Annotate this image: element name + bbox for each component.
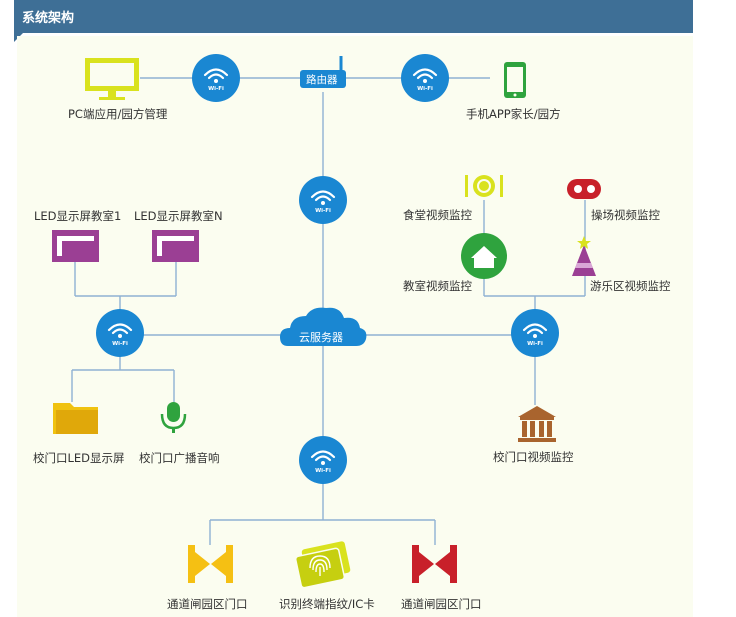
router-icon (300, 56, 346, 88)
mobile-phone-icon (504, 62, 526, 98)
gate-right-label: 通道闸园区门口 (401, 597, 482, 611)
led-screen-icon (52, 230, 99, 262)
pc-monitor-icon (85, 58, 139, 100)
mobile-label: 手机APP家长/园方 (466, 107, 561, 121)
party-hat-icon (572, 236, 596, 276)
wifi-icon: Wi-Fi (192, 54, 240, 102)
wifi-label: Wi-Fi (527, 341, 543, 347)
led-screen-icon (152, 230, 199, 262)
classroom-monitor-label: 教室视频监控 (403, 279, 472, 293)
camera-icon (567, 179, 601, 199)
wifi-label: Wi-Fi (315, 208, 331, 214)
gate-camera-label: 校门口视频监控 (493, 450, 574, 464)
wifi-label: Wi-Fi (208, 86, 224, 92)
page-title: 系统架构 (22, 11, 75, 26)
gate-audio-label: 校门口广播音响 (139, 451, 220, 465)
wifi-label: Wi-Fi (315, 468, 331, 474)
building-icon (518, 406, 556, 442)
header-bar: 系统架构 (14, 0, 693, 33)
turnstile-gate-icon (412, 545, 457, 583)
card-reader-label: 识别终端指纹/IC卡 (279, 597, 375, 611)
canteen-monitor-label: 食堂视频监控 (403, 208, 472, 222)
led-classroom-1-label: LED显示屏教室1 (34, 209, 122, 223)
wifi-icon: Wi-Fi (299, 436, 347, 484)
turnstile-gate-icon (188, 545, 233, 583)
folder-icon (53, 403, 98, 434)
house-icon (461, 233, 507, 279)
wifi-label: Wi-Fi (112, 341, 128, 347)
wifi-icon: Wi-Fi (511, 309, 559, 357)
wifi-icon: Wi-Fi (401, 54, 449, 102)
cloud-icon (280, 307, 367, 346)
cloud-server-label: 云服务器 (299, 331, 343, 344)
router-label: 路由器 (306, 74, 338, 86)
playarea-monitor-label: 游乐区视频监控 (590, 279, 671, 293)
pc-label: PC端应用/园方管理 (68, 107, 168, 121)
wifi-icon: Wi-Fi (299, 176, 347, 224)
microphone-icon (160, 402, 187, 433)
led-classroom-n-label: LED显示屏教室N (134, 209, 223, 223)
plate-cutlery-icon (465, 175, 503, 197)
fingerprint-card-icon (294, 541, 351, 589)
gate-left-label: 通道闸园区门口 (167, 597, 248, 611)
wifi-icon: Wi-Fi (96, 309, 144, 357)
playground-monitor-label: 操场视频监控 (591, 208, 660, 222)
wifi-label: Wi-Fi (417, 86, 433, 92)
gate-led-label: 校门口LED显示屏 (33, 451, 125, 465)
